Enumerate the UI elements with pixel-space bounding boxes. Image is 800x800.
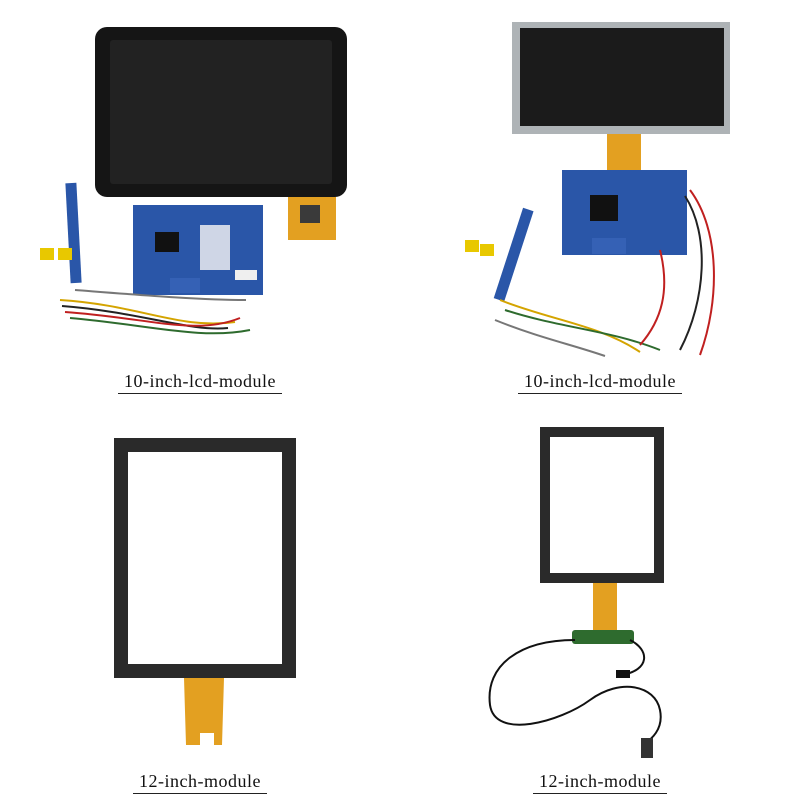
usb-controller-board (572, 630, 634, 644)
touch-panel-window (128, 452, 282, 664)
board-chip-area (200, 225, 230, 270)
usb-cable (621, 639, 646, 676)
wire (499, 299, 641, 353)
lcd-module-photo (40, 27, 347, 335)
usb-plug (641, 738, 653, 758)
product-12in-touch-left: 12-inch-module (0, 400, 400, 800)
touch-panel-photo (488, 427, 664, 758)
ferrite-bead (616, 670, 630, 678)
vga-connector (592, 238, 626, 254)
lcd-screen (520, 28, 724, 126)
caption-text: 12-inch-module (133, 771, 267, 794)
product-caption: 12-inch-module (400, 771, 800, 794)
rca-connector (465, 240, 479, 252)
wire (61, 305, 229, 330)
button-strip (493, 207, 534, 302)
board-chip (590, 195, 618, 221)
flex-cable (607, 134, 641, 174)
touch-panel-window (550, 437, 654, 573)
board-connector (235, 270, 257, 280)
product-caption: 10-inch-lcd-module (0, 371, 400, 394)
board-chip (155, 232, 179, 252)
product-10in-lcd-left: 10-inch-lcd-module (0, 0, 400, 400)
product-12in-touch-right: 12-inch-module (400, 400, 800, 800)
caption-text: 12-inch-module (533, 771, 667, 794)
product-10in-lcd-right: 10-inch-lcd-module (400, 0, 800, 400)
wire (494, 319, 606, 357)
product-caption: 10-inch-lcd-module (400, 371, 800, 394)
wire (679, 195, 703, 351)
wire (639, 249, 666, 346)
rca-connector (40, 248, 54, 260)
lcd-active-area (110, 40, 332, 184)
vga-connector (170, 278, 200, 293)
caption-text: 10-inch-lcd-module (118, 371, 282, 394)
flex-cable (184, 678, 224, 745)
wire (689, 189, 715, 356)
rca-connector (480, 244, 494, 256)
touch-panel-photo (114, 438, 296, 745)
flex-chip (300, 205, 320, 223)
wire (64, 311, 241, 327)
rca-connector (58, 248, 72, 260)
usb-cable (488, 639, 662, 744)
wire (69, 317, 251, 335)
wire (74, 289, 247, 301)
caption-text: 10-inch-lcd-module (518, 371, 682, 394)
flex-cable (593, 583, 617, 633)
lcd-module-photo (465, 22, 730, 357)
button-strip (65, 182, 82, 284)
wire (504, 309, 661, 351)
product-caption: 12-inch-module (0, 771, 400, 794)
